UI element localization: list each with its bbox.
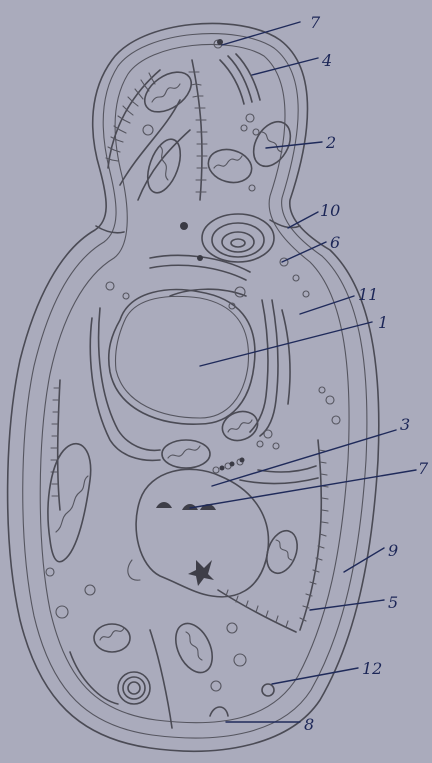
label-1: 1 [378,313,388,332]
label-2: 2 [325,133,336,152]
label-5: 5 [388,593,398,612]
label-10: 10 [320,201,340,220]
label-7-lower: 7 [418,459,429,478]
label-4: 4 [321,51,332,70]
label-6: 6 [330,233,340,252]
label-8: 8 [304,715,314,734]
label-12: 12 [362,659,382,678]
label-9: 9 [388,541,398,560]
label-3: 3 [400,415,410,434]
label-11: 11 [358,285,378,304]
label-7-top: 7 [310,13,321,32]
